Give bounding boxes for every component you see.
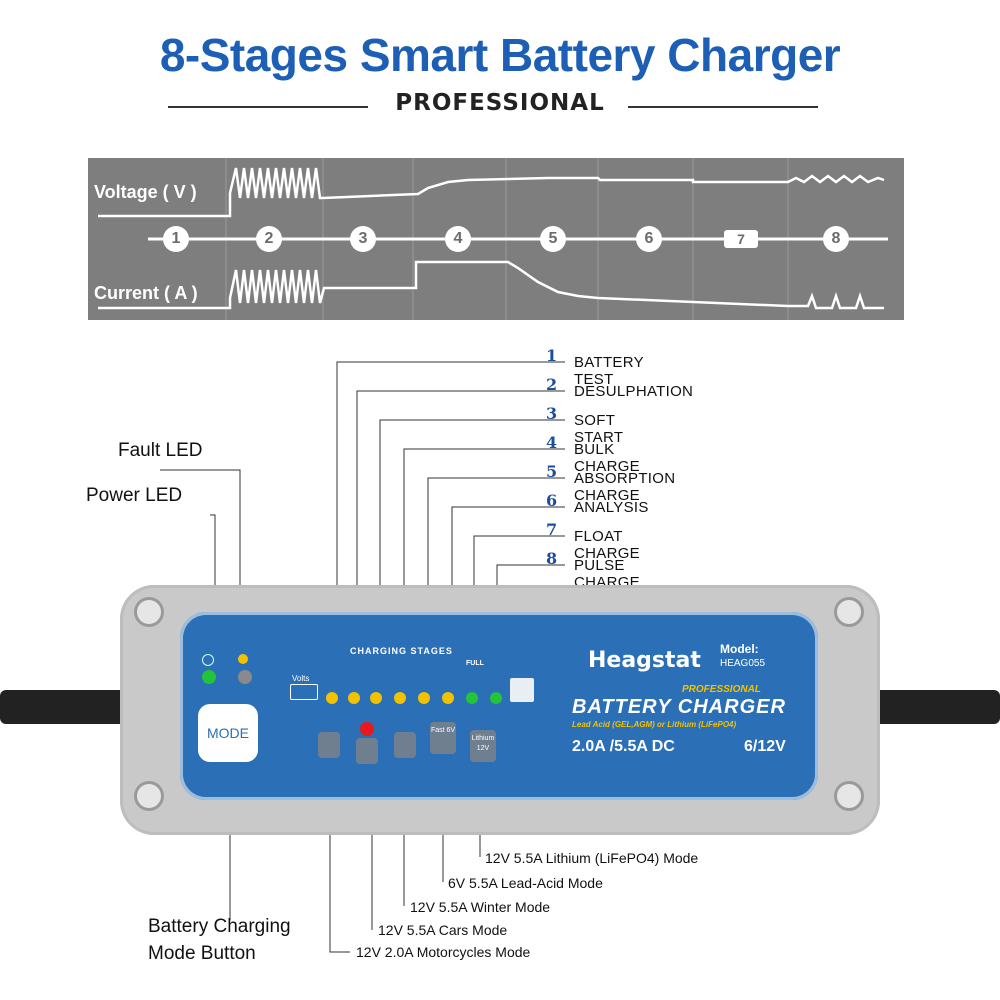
stage-led-3 xyxy=(370,692,382,704)
fault-icon xyxy=(238,654,248,664)
mount-hole xyxy=(834,597,864,627)
power-led-label: Power LED xyxy=(86,485,183,506)
model-label: Model: xyxy=(720,642,759,656)
stage-led-5 xyxy=(418,692,430,704)
output-cable xyxy=(860,690,1000,724)
winter-mode-label: 12V 5.5A Winter Mode xyxy=(410,899,551,915)
stage-marker-4: 4 xyxy=(445,226,471,252)
control-panel: MODE CHARGING STAGES Volts FULL Fast 6V … xyxy=(180,612,818,800)
snowflake-icon xyxy=(394,732,416,758)
brand-logo: Heagstat xyxy=(588,648,701,673)
power-icon xyxy=(202,654,214,666)
stage-marker-5: 5 xyxy=(540,226,566,252)
stage-led-8 xyxy=(490,692,502,704)
fault-led-label: Fault LED xyxy=(118,440,203,461)
current-label: Current ( A ) xyxy=(94,283,198,303)
current-rating: 2.0A /5.5A DC xyxy=(572,738,675,755)
stage-graph-panel: Voltage ( V ) Current ( A ) 1 2 3 4 5 6 … xyxy=(88,158,904,320)
stage-led-6 xyxy=(442,692,454,704)
stage-marker-3: 3 xyxy=(350,226,376,252)
lithium-12v-button: Lithium 12V xyxy=(470,730,496,762)
page-subtitle: PROFESSIONAL xyxy=(395,90,605,116)
mount-hole xyxy=(834,781,864,811)
motorcycles-mode-label: 12V 2.0A Motorcycles Mode xyxy=(356,944,531,960)
fast-6v-button: Fast 6V xyxy=(430,722,456,754)
stage-marker-2: 2 xyxy=(256,226,282,252)
mode-button[interactable]: MODE xyxy=(198,704,258,762)
mount-hole xyxy=(134,597,164,627)
page-title: 8-Stages Smart Battery Charger xyxy=(159,29,841,81)
lithium-mode-label: 12V 5.5A Lithium (LiFePO4) Mode xyxy=(485,850,699,866)
volts-label: Volts xyxy=(292,674,310,683)
charging-stages-label: CHARGING STAGES xyxy=(350,646,453,656)
power-led xyxy=(202,670,216,684)
stage-led-4 xyxy=(394,692,406,704)
subtitle-rule-left xyxy=(168,106,368,108)
stage-led-7 xyxy=(466,692,478,704)
stage-marker-1: 1 xyxy=(163,226,189,252)
stage-marker-6: 6 xyxy=(636,226,662,252)
motorcycle-mode-icon xyxy=(318,732,340,758)
mode-button-label-line2: Mode Button xyxy=(148,943,256,964)
cars-mode-label: 12V 5.5A Cars Mode xyxy=(378,922,508,938)
full-battery-icon xyxy=(510,678,534,702)
model-number: HEAG055 xyxy=(720,658,766,669)
stage-marker-7: 7 xyxy=(724,230,758,248)
voltage-rating: 6/12V xyxy=(744,738,786,755)
voltage-label: Voltage ( V ) xyxy=(94,182,197,202)
stage-led-2 xyxy=(348,692,360,704)
battery-types: Lead Acid (GEL,AGM) or Lithium (LiFePO4) xyxy=(572,720,737,729)
stage-led-1 xyxy=(326,692,338,704)
product-name: BATTERY CHARGER xyxy=(572,696,786,718)
mode-button-label-line1: Battery Charging xyxy=(148,916,291,937)
full-label: FULL xyxy=(466,660,484,667)
professional-label: PROFESSIONAL xyxy=(682,684,761,695)
subtitle-rule-right xyxy=(628,106,818,108)
battery-icon xyxy=(290,684,318,700)
input-cable xyxy=(0,690,140,724)
cars-mode-led xyxy=(360,722,374,736)
lead-acid-mode-label: 6V 5.5A Lead-Acid Mode xyxy=(448,875,603,891)
car-mode-icon xyxy=(356,738,378,764)
fault-led xyxy=(238,670,252,684)
stage-marker-8: 8 xyxy=(823,226,849,252)
mount-hole xyxy=(134,781,164,811)
